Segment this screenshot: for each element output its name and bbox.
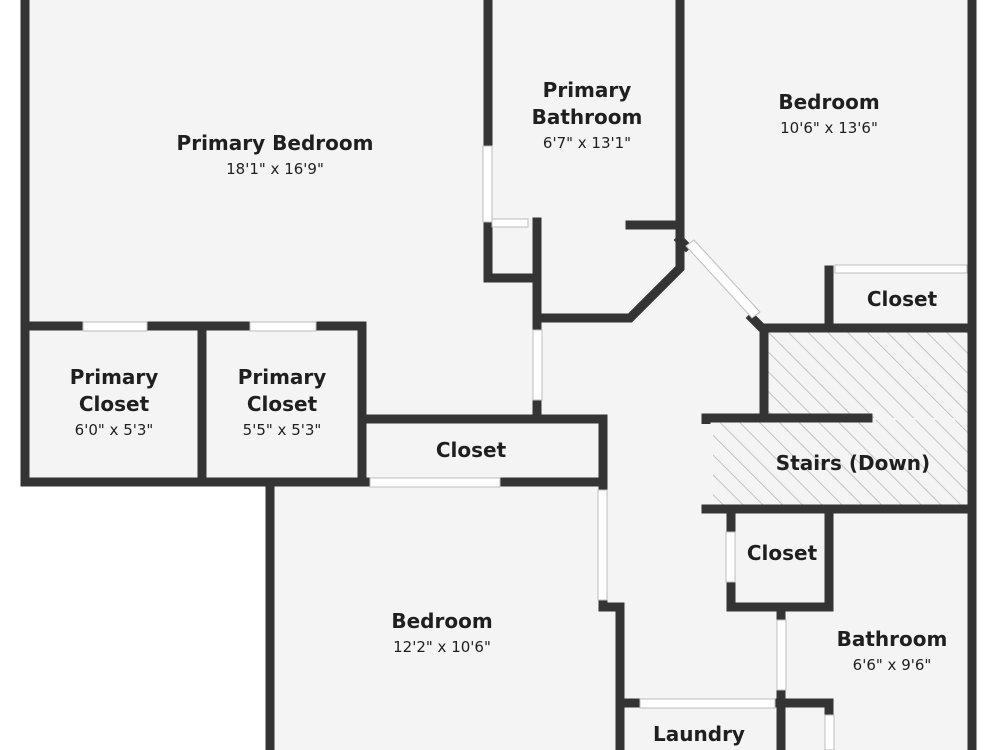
room-label-primary-bedroom: Primary Bedroom 18'1" x 16'9" (177, 130, 374, 180)
room-name-line-1: Primary (542, 78, 632, 102)
room-label-primary-closet-2: Primary Closet 5'5" x 5'3" (238, 364, 327, 441)
room-dimensions: 10'6" x 13'6" (780, 119, 878, 137)
room-label-bedroom-sw: Bedroom 12'2" x 10'6" (391, 608, 492, 658)
room-name: Stairs (Down) (775, 451, 931, 475)
room-label-bedroom-ne: Bedroom 10'6" x 13'6" (778, 89, 879, 139)
room-name: Laundry (653, 722, 745, 746)
room-name: Closet (746, 541, 818, 565)
room-dimensions: 6'6" x 9'6" (852, 656, 932, 674)
room-label-laundry: Laundry (653, 721, 745, 748)
stairs-area (713, 330, 972, 506)
room-dimensions: 5'5" x 5'3" (242, 421, 322, 439)
room-name: Closet (435, 438, 507, 462)
room-name-line-2: Bathroom (531, 105, 643, 129)
room-label-closet-bath: Closet (747, 540, 817, 567)
room-name-line-2: Closet (78, 392, 150, 416)
walls (20, 0, 977, 750)
windows (82, 145, 968, 750)
room-label-closet-hall: Closet (436, 437, 506, 464)
room-name-line-2: Closet (246, 392, 318, 416)
room-label-stairs: Stairs (Down) (776, 450, 930, 477)
room-dimensions: 6'7" x 13'1" (542, 134, 632, 152)
room-dimensions: 6'0" x 5'3" (74, 421, 154, 439)
room-name: Closet (866, 287, 938, 311)
room-name: Bedroom (391, 609, 493, 633)
room-name: Bedroom (778, 90, 880, 114)
room-label-bathroom: Bathroom 6'6" x 9'6" (837, 626, 948, 676)
room-label-primary-closet-1: Primary Closet 6'0" x 5'3" (70, 364, 159, 441)
room-dimensions: 12'2" x 10'6" (393, 638, 491, 656)
room-label-primary-bathroom: Primary Bathroom 6'7" x 13'1" (532, 77, 643, 154)
room-dimensions: 18'1" x 16'9" (226, 160, 324, 178)
room-name-line-1: Primary (237, 365, 327, 389)
room-name: Bathroom (836, 627, 948, 651)
room-label-closet-ne: Closet (867, 286, 937, 313)
room-name: Primary Bedroom (176, 131, 374, 155)
room-name-line-1: Primary (69, 365, 159, 389)
